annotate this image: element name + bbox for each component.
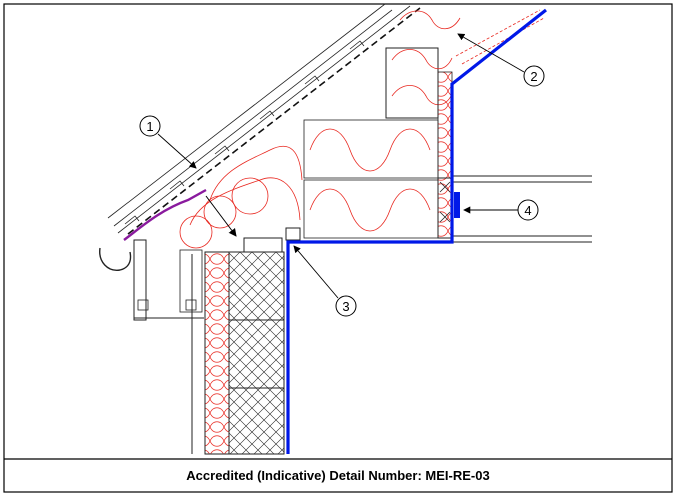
soffit-batten xyxy=(137,299,149,311)
inner-blockwork-leaf xyxy=(228,251,285,455)
wall-cavity-insulation xyxy=(204,251,230,455)
ceiling-joist-end xyxy=(285,227,301,241)
outer-border xyxy=(3,3,673,493)
callout-1: 1 xyxy=(139,115,161,137)
callout-2-label: 2 xyxy=(530,69,537,84)
air-barrier-line xyxy=(286,8,547,454)
knee-wall-stud xyxy=(385,47,439,119)
soffit-batten xyxy=(185,299,197,311)
callout-4-label: 4 xyxy=(524,203,531,218)
detail-caption: Accredited (Indicative) Detail Number: M… xyxy=(186,468,490,483)
roof-tiles xyxy=(107,3,411,234)
callout-3-label: 3 xyxy=(342,299,349,314)
loft-insulation xyxy=(179,119,439,249)
airtight-seal-block xyxy=(454,192,460,218)
callout-1-label: 1 xyxy=(146,119,153,134)
roof-underlay-dashed xyxy=(127,7,421,235)
callout-4: 4 xyxy=(517,199,539,221)
rafter-insulation xyxy=(391,9,545,106)
callout-leaders xyxy=(157,33,525,299)
gutter xyxy=(99,247,132,271)
eaves-membrane xyxy=(123,188,207,241)
eaves-vent-arrow xyxy=(205,195,237,237)
soffit-bracket xyxy=(179,249,203,313)
stud-insulation xyxy=(437,71,453,239)
wall-plate xyxy=(243,237,283,253)
callout-2: 2 xyxy=(523,65,545,87)
callout-3: 3 xyxy=(335,295,357,317)
joist-blocking xyxy=(439,181,451,223)
fascia-board xyxy=(133,239,147,321)
